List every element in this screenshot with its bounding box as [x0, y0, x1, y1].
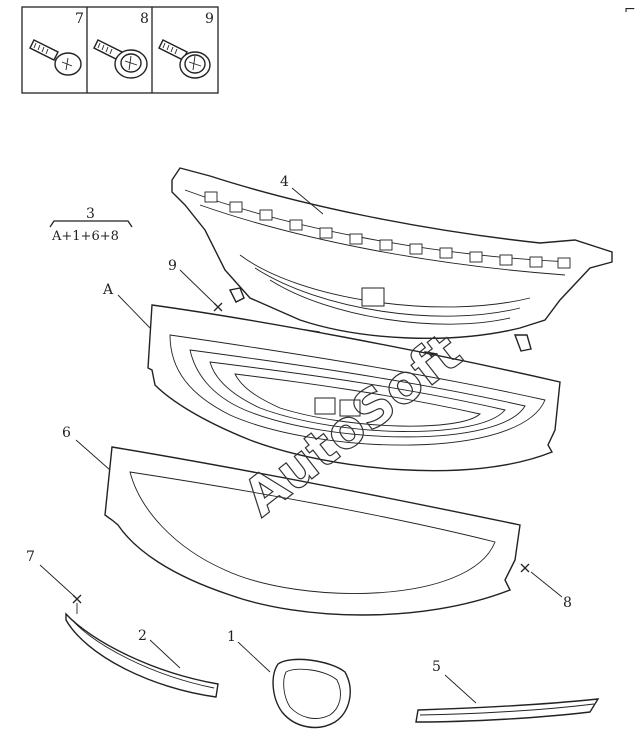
callout-8: 8 — [563, 595, 572, 611]
assembly-formula: 3 A+1+6+8 — [49, 206, 133, 244]
corner-mark: ⌐ — [624, 2, 636, 18]
assembly-number: 3 — [86, 206, 95, 222]
callout-6: 6 — [62, 425, 71, 441]
inset-label-9: 9 — [205, 11, 214, 27]
callout-4: 4 — [280, 174, 289, 190]
part-5-right-trim — [415, 698, 600, 723]
washer-head-screw-icon — [93, 39, 148, 79]
assembly-components: A+1+6+8 — [51, 229, 119, 244]
fastener-marker-9 — [213, 302, 223, 312]
part-2-left-trim — [65, 612, 219, 698]
callout-9: 9 — [168, 258, 177, 274]
inset-label-7: 7 — [75, 11, 84, 27]
callout-7: 7 — [26, 549, 35, 565]
part-6-grille-surround — [104, 446, 521, 616]
fastener-marker-8 — [520, 563, 530, 573]
callout-a: A — [102, 282, 114, 298]
pan-head-screw-icon — [29, 39, 82, 76]
callout-1: 1 — [227, 629, 236, 645]
inset-label-8: 8 — [140, 11, 149, 27]
part-4-grille-frame — [171, 167, 613, 365]
leader-lines — [39, 187, 563, 704]
fastener-marker-7 — [72, 594, 82, 614]
part-a-grille-insert — [147, 304, 561, 472]
callout-2: 2 — [138, 628, 147, 644]
callout-5: 5 — [432, 659, 441, 675]
flange-head-screw-icon — [158, 39, 211, 79]
screw-inset: 7 8 9 — [21, 6, 219, 94]
part-1-emblem — [272, 658, 351, 729]
